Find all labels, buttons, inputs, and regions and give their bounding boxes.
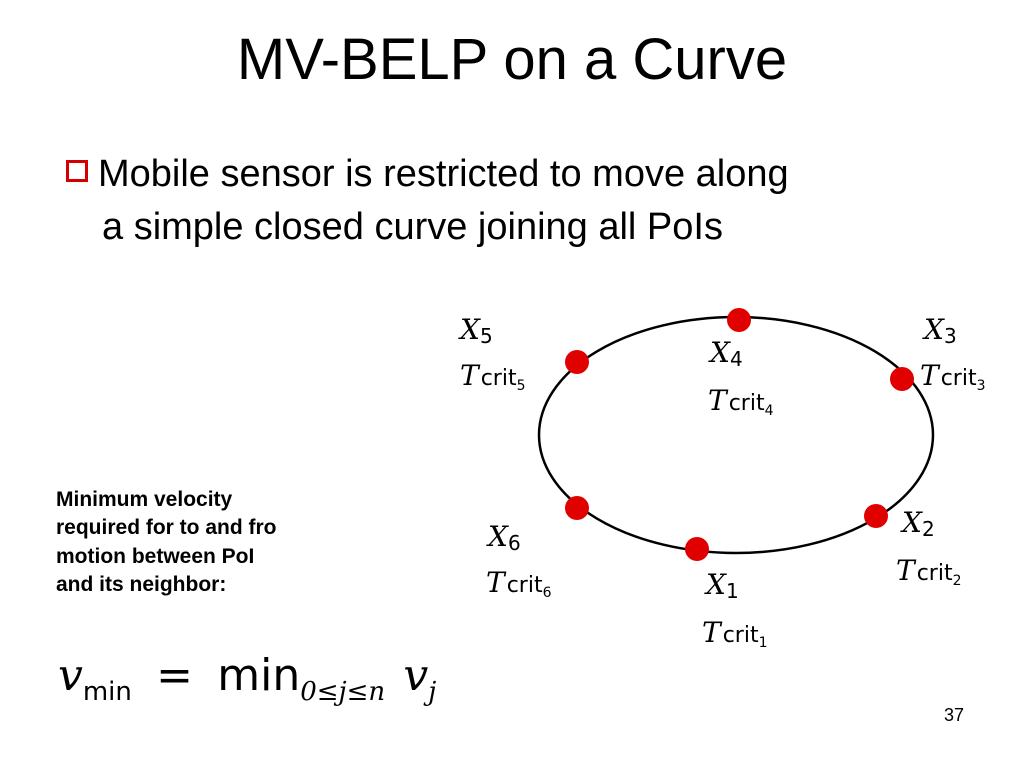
formula-lhs-var: v <box>58 650 83 701</box>
svg-text:Tcrit6: Tcrit6 <box>486 566 552 601</box>
poi-point-x4 <box>727 308 751 332</box>
svg-text:Tcrit2: Tcrit2 <box>896 554 962 589</box>
page-number: 37 <box>943 705 964 725</box>
formula-equals: = <box>156 650 193 701</box>
side-note-line: and its neighbor: <box>56 573 227 597</box>
poi-point-x6 <box>565 496 589 520</box>
side-note-line: motion between PoI <box>56 544 255 568</box>
svg-text:Tcrit1: Tcrit1 <box>702 616 768 651</box>
svg-text:X4: X4 <box>708 336 743 371</box>
slide-title: MV-BELP on a Curve <box>236 27 788 92</box>
formula-rhs-var: v <box>403 650 429 701</box>
svg-text:X3: X3 <box>922 313 957 348</box>
side-note-line: required for to and fro <box>56 516 277 540</box>
side-note-line: Minimum velocity <box>56 488 233 511</box>
poi-label-x4: X4 Tcrit4 <box>708 336 774 419</box>
side-note: Minimum velocity required for to and fro… <box>56 486 376 599</box>
poi-label-x6: X6 Tcrit6 <box>486 520 552 601</box>
poi-label-x2: X2 Tcrit2 <box>896 506 962 589</box>
formula-rhs-sub: j <box>428 676 437 707</box>
poi-label-x5: X5 Tcrit5 <box>458 313 526 394</box>
formula-lhs-sub: min <box>82 676 132 707</box>
svg-text:X6: X6 <box>486 520 521 555</box>
poi-point-x3 <box>890 367 914 391</box>
svg-text:X1: X1 <box>704 568 739 603</box>
poi-point-x5 <box>565 350 589 374</box>
formula-min-op: min <box>217 650 301 701</box>
svg-text:Tcrit5: Tcrit5 <box>460 359 526 394</box>
min-velocity-formula: vmin = min0≤j≤n vj <box>58 650 436 707</box>
bullet-text-line1: Mobile sensor is restricted to move alon… <box>98 153 789 195</box>
svg-text:Tcrit3: Tcrit3 <box>920 359 986 394</box>
poi-label-x1: X1 Tcrit1 <box>702 568 768 651</box>
svg-text:Tcrit4: Tcrit4 <box>708 384 774 419</box>
bullet-text-line2: a simple closed curve joining all PoIs <box>102 206 723 249</box>
bullet-point: Mobile sensor is restricted to move alon… <box>66 148 986 254</box>
poi-label-x3: X3 Tcrit3 <box>920 313 986 394</box>
poi-point-x2 <box>864 504 888 528</box>
svg-text:X5: X5 <box>458 313 493 348</box>
formula-min-range: 0≤j≤n <box>300 676 386 707</box>
poi-point-x1 <box>685 537 709 561</box>
svg-text:X2: X2 <box>900 506 935 541</box>
